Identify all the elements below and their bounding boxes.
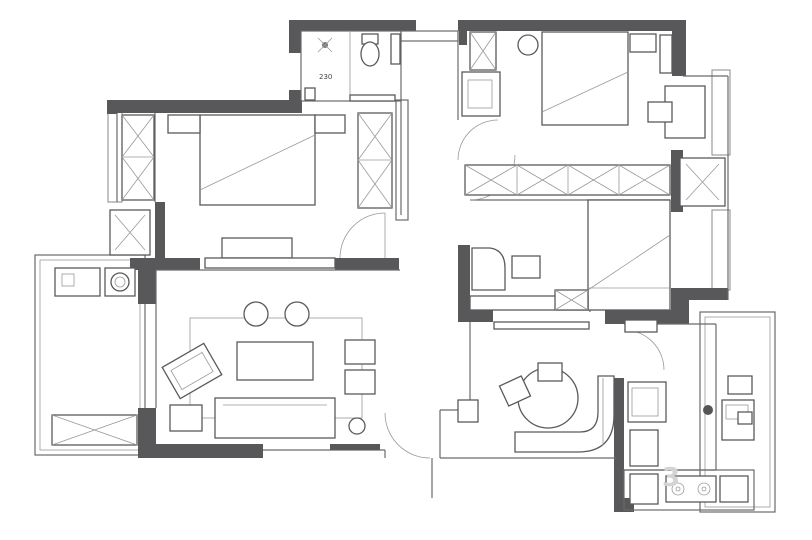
kitchen: 3 <box>624 319 755 505</box>
toilet-icon <box>360 33 380 67</box>
wardrobe-top <box>469 31 497 71</box>
wardrobe-right <box>357 112 393 209</box>
bed-icon <box>167 114 346 206</box>
wardrobe-left <box>121 114 155 201</box>
stove-icon <box>665 475 717 503</box>
coffee-table <box>236 341 314 381</box>
top-right-bedroom <box>461 31 706 139</box>
master-bedroom <box>109 112 393 269</box>
stool-icon <box>243 301 269 327</box>
desk-icon <box>471 247 541 291</box>
wardrobe-row <box>464 164 671 196</box>
walls <box>107 20 728 512</box>
armchair-icon <box>161 342 223 400</box>
cabinet-right <box>679 157 726 207</box>
cabinet-lower-left <box>109 209 151 256</box>
bed-icon <box>541 31 657 126</box>
tv-console <box>204 237 336 269</box>
living-room <box>161 301 380 450</box>
counter-curve <box>514 375 615 453</box>
bathroom: 230 <box>304 33 401 102</box>
partitions <box>116 30 755 511</box>
stool-icon <box>284 301 310 327</box>
middle-right-bedroom <box>464 157 726 330</box>
shower-icon <box>317 37 333 53</box>
watermark: 3 <box>662 463 680 493</box>
dimension-label: 230 <box>319 73 332 81</box>
dining-area <box>457 362 615 453</box>
sofa-icon <box>214 397 336 439</box>
washing-machine-icon <box>104 267 136 297</box>
left-balcony <box>51 267 138 446</box>
desk-icon <box>647 85 706 139</box>
bed-icon <box>587 199 671 311</box>
dining-table-icon <box>498 362 579 429</box>
